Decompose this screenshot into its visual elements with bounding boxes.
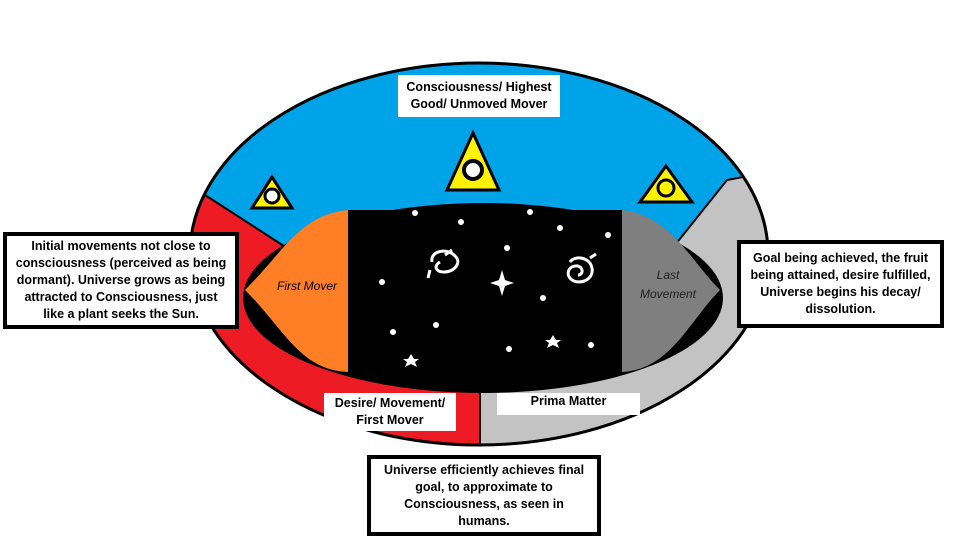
star-dot (412, 210, 418, 216)
bottom-note: Universe efficiently achieves final goal… (367, 455, 601, 536)
sparkle-icon (490, 270, 514, 296)
star-dot (605, 232, 611, 238)
star-dot (506, 346, 512, 352)
desire-movement-label: Desire/ Movement/ First Mover (324, 393, 456, 431)
right-note: Goal being achieved, the fruit being att… (737, 240, 944, 328)
star-dot (527, 209, 533, 215)
star-dot (588, 342, 594, 348)
star-dot (458, 219, 464, 225)
last-movement-label: Last Movement (639, 268, 697, 301)
stars (379, 209, 611, 367)
star-dot (540, 295, 546, 301)
galaxy-icon (566, 252, 597, 284)
star-icon (403, 354, 419, 367)
eye-triangle-icon (249, 174, 295, 210)
first-mover-label: First Mover (277, 279, 337, 293)
star-icon (545, 335, 561, 348)
star-dot (504, 245, 510, 251)
prima-matter-label: Prima Matter (497, 393, 640, 415)
galaxy-icon (426, 248, 460, 279)
left-note: Initial movements not close to conscious… (3, 232, 239, 329)
star-dot (433, 322, 439, 328)
eye-triangle-icon (444, 129, 502, 192)
star-dot (557, 225, 563, 231)
eye-triangle-icon (637, 163, 695, 204)
star-dot (390, 329, 396, 335)
consciousness-label: Consciousness/ Highest Good/ Unmoved Mov… (398, 75, 560, 117)
space-segment (348, 210, 622, 372)
star-dot (379, 279, 385, 285)
